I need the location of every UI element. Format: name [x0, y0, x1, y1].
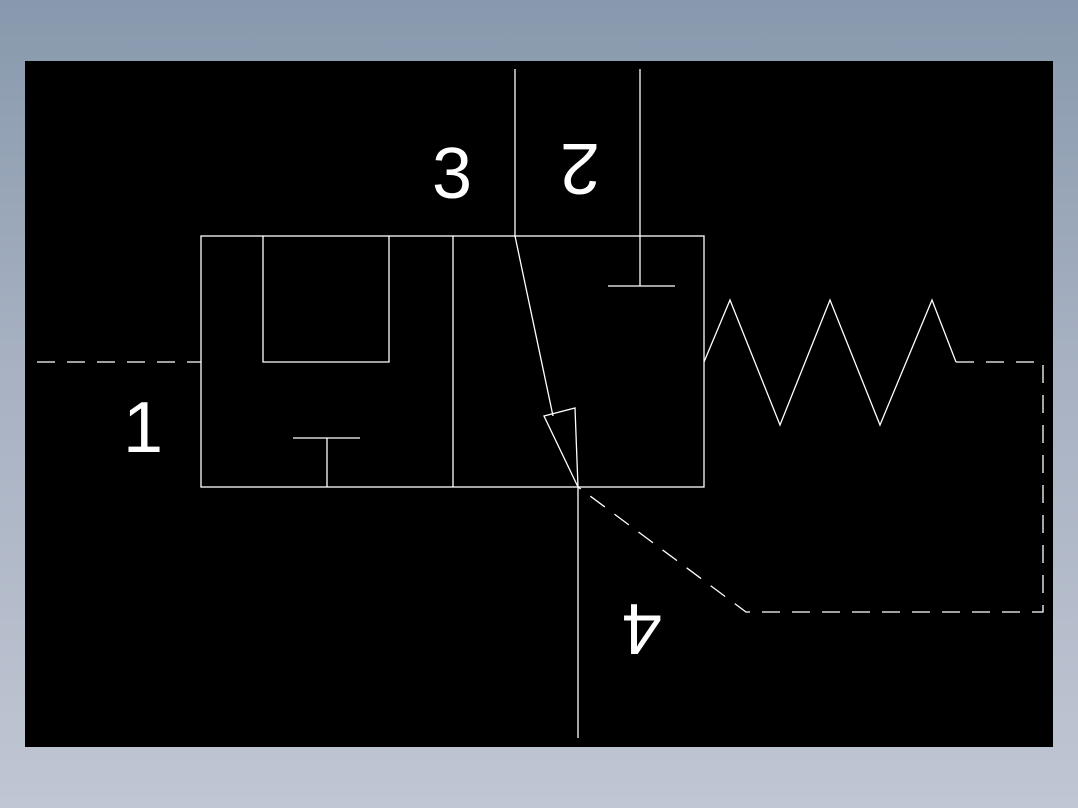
pilot-line-right [577, 361, 1044, 613]
left-envelope-passage [262, 236, 390, 363]
spring-actuator [703, 298, 957, 427]
right-envelope-flow-line [514, 235, 554, 417]
port-label-3: 3 [432, 134, 472, 214]
port-label-4: 4 [622, 588, 662, 668]
port-label-2: 2 [560, 128, 600, 208]
valve-symbol [37, 69, 1044, 738]
right-envelope-flow-arrowhead [543, 407, 579, 488]
port-label-1: 1 [123, 388, 163, 468]
drawing-canvas [25, 61, 1053, 747]
